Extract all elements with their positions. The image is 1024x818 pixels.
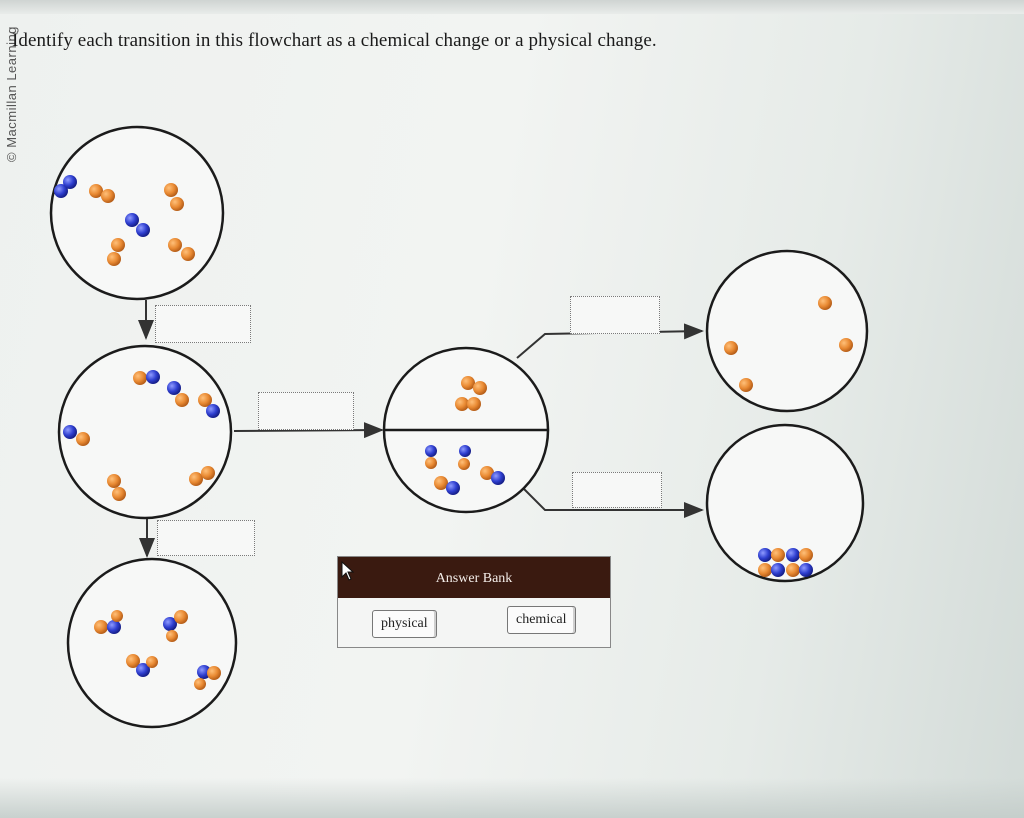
particles-circle-2 (63, 370, 220, 501)
flask-circle-top-right (705, 249, 869, 413)
answer-bank-title: Answer Bank (338, 557, 610, 598)
answer-chip-physical[interactable]: physical (372, 610, 437, 638)
particles-separating-bottom (425, 445, 505, 495)
arrow-to-top-right (516, 323, 704, 359)
particles-circle-3 (94, 610, 221, 690)
answer-dropzone-5[interactable] (572, 472, 662, 508)
answer-dropzone-3[interactable] (157, 520, 255, 556)
mouse-pointer-icon (341, 561, 355, 581)
answer-chip-chemical[interactable]: chemical (507, 606, 576, 634)
flask-circle-initial (49, 125, 225, 301)
answer-dropzone-2[interactable] (258, 392, 354, 430)
particles-circle-1 (54, 175, 195, 266)
flask-circle-after-second (66, 557, 238, 729)
particles-separating-top (455, 376, 487, 411)
answer-dropzone-4[interactable] (570, 296, 660, 334)
arrow-to-bottom-right (516, 481, 704, 518)
screen-top-edge (0, 0, 1024, 14)
flask-circle-after-first (57, 344, 233, 520)
answer-bank: Answer Bank physical chemical (337, 556, 611, 648)
particles-top-right (724, 296, 853, 392)
screen-bottom-edge (0, 778, 1024, 818)
flask-circle-bottom-right (705, 423, 865, 583)
question-prompt: Identify each transition in this flowcha… (12, 30, 657, 51)
particles-bottom-right (758, 548, 813, 577)
arrow-right-middle (233, 422, 384, 439)
answer-dropzone-1[interactable] (155, 305, 251, 343)
